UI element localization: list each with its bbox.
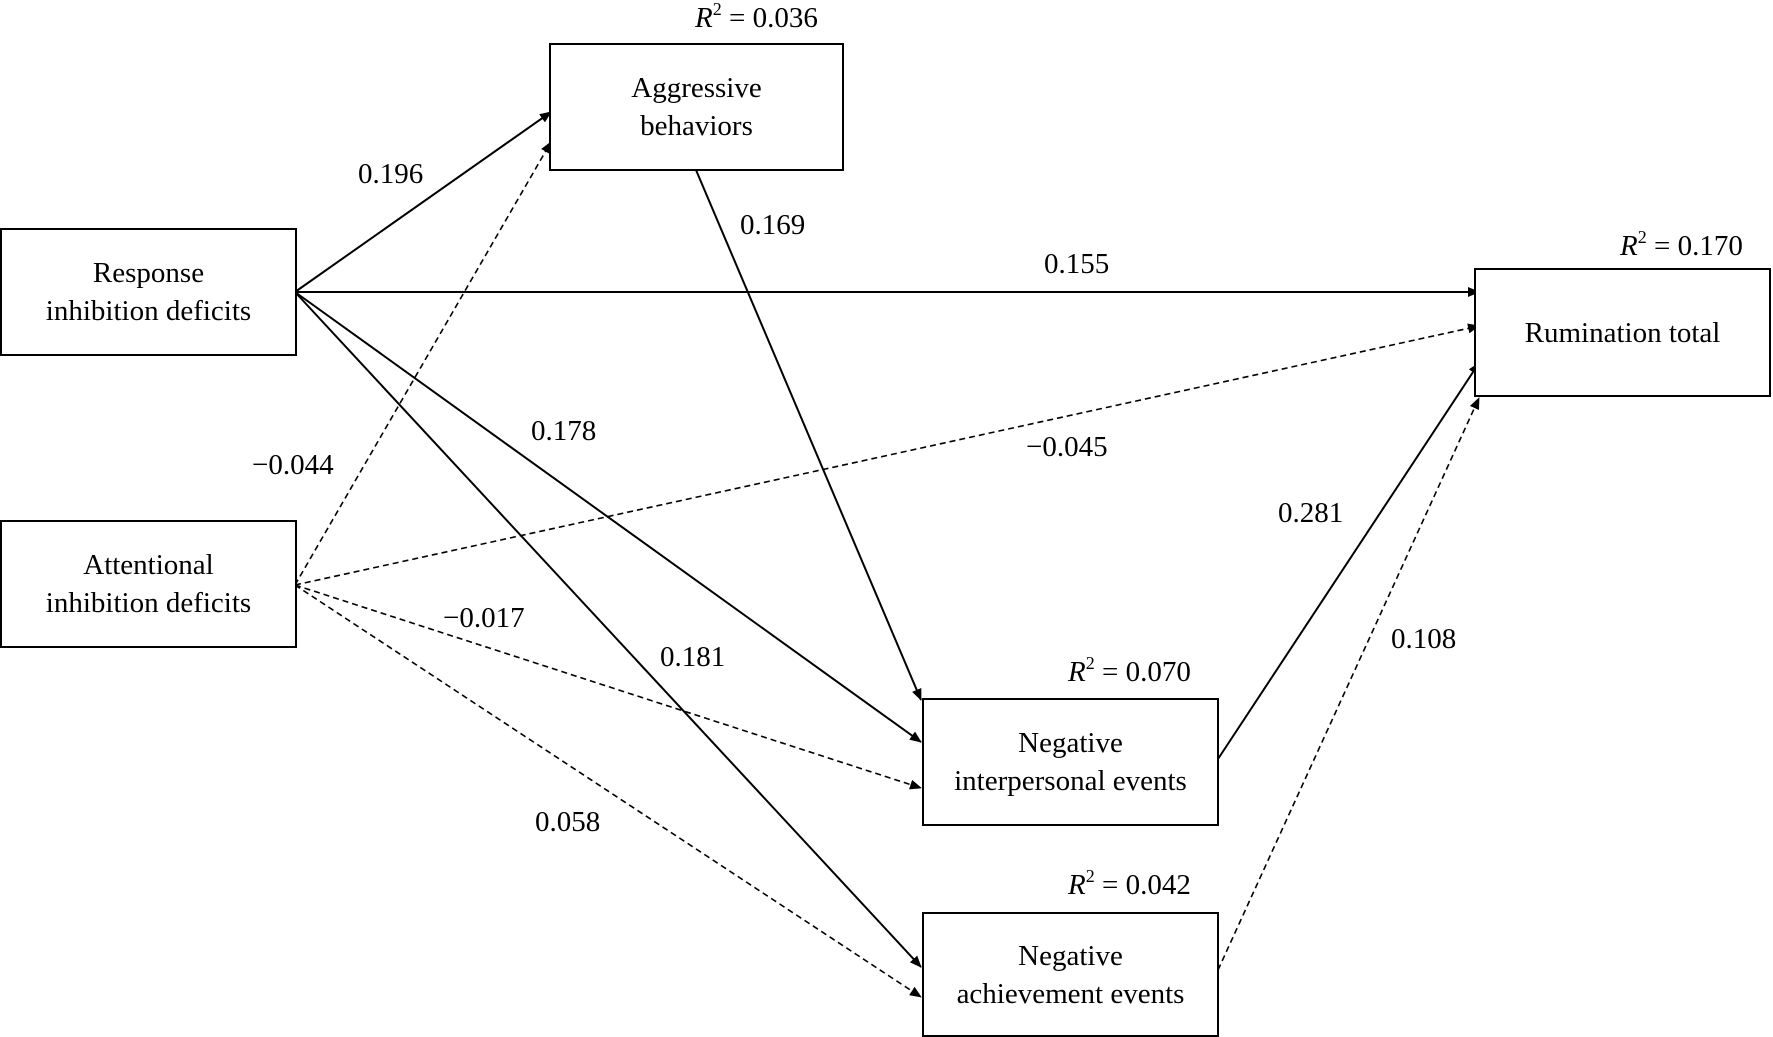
r2-achievement: R2 = 0.042	[1068, 866, 1191, 901]
coef-attentional-achievement: 0.058	[535, 806, 601, 838]
node-aggressive-behaviors: Aggressive behaviors	[549, 43, 844, 171]
node-negative-interpersonal: Negative interpersonal events	[922, 698, 1219, 826]
coef-achievement-rumination: 0.108	[1391, 623, 1457, 655]
path-attentional-to-aggressive	[294, 141, 552, 586]
r2-interpersonal: R2 = 0.070	[1068, 653, 1191, 688]
node-rumination-line1: Rumination total	[1524, 316, 1721, 349]
path-attentional-to-interpersonal	[294, 584, 922, 790]
path-aggressive-to-interpersonal	[695, 169, 922, 701]
coef-interpersonal-rumination: 0.281	[1278, 497, 1344, 529]
coef-response-interpersonal: 0.178	[531, 415, 597, 447]
node-response-line1: Response	[92, 257, 205, 289]
node-response-line2: inhibition deficits	[45, 295, 252, 327]
node-interpersonal-line1: Negative	[1018, 727, 1123, 759]
coef-attentional-interpersonal: −0.017	[443, 602, 525, 634]
coef-response-aggressive: 0.196	[358, 158, 424, 190]
coef-response-rumination: 0.155	[1044, 248, 1110, 280]
coef-aggressive-interpersonal: 0.169	[740, 209, 806, 241]
node-interpersonal-line2: interpersonal events	[954, 765, 1187, 797]
path-interpersonal-to-rumination	[1217, 362, 1480, 760]
node-aggressive-line2: behaviors	[640, 110, 753, 142]
node-attentional-line1: Attentional	[83, 549, 214, 581]
path-attentional-to-achievement	[294, 584, 922, 998]
node-rumination-total: Rumination total	[1474, 268, 1771, 397]
node-negative-achievement: Negative achievement events	[922, 912, 1219, 1037]
node-aggressive-line1: Aggressive	[631, 72, 762, 104]
path-attentional-to-rumination	[294, 323, 1480, 586]
node-attentional-line2: inhibition deficits	[45, 587, 252, 619]
r2-rumination: R2 = 0.170	[1620, 227, 1743, 262]
node-attentional-inhibition: Attentional inhibition deficits	[0, 520, 297, 648]
node-achievement-line2: achievement events	[956, 977, 1185, 1010]
node-response-inhibition: Response inhibition deficits	[0, 228, 297, 356]
r2-aggressive: R2 = 0.036	[695, 0, 818, 34]
coef-response-achievement: 0.181	[660, 641, 726, 673]
node-achievement-line1: Negative	[1018, 939, 1123, 972]
path-response-to-aggressive	[294, 111, 552, 293]
coef-attentional-rumination: −0.045	[1026, 431, 1108, 463]
coef-attentional-aggressive: −0.044	[252, 449, 334, 481]
path-response-to-achievement	[294, 291, 922, 968]
path-achievement-to-rumination	[1217, 397, 1480, 971]
